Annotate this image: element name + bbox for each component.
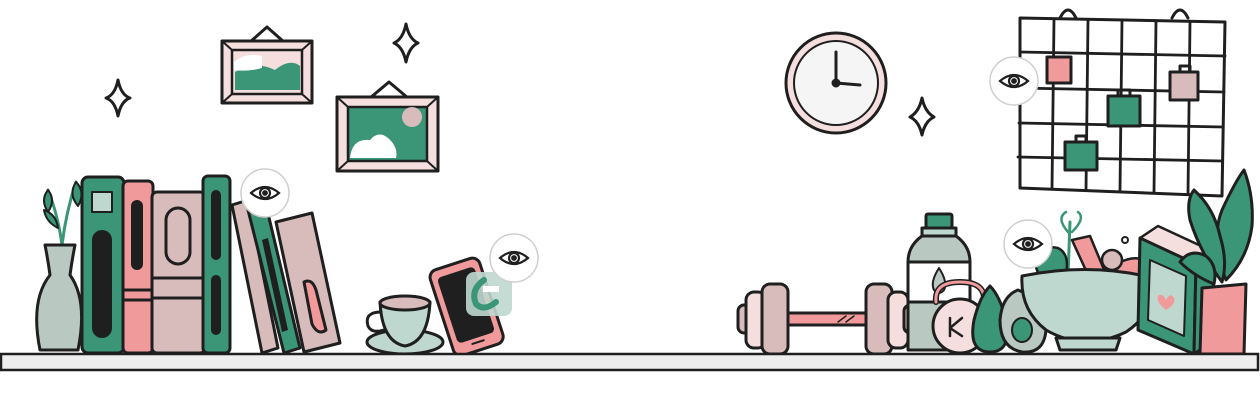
shelf-board <box>0 352 1260 372</box>
dumbbell <box>736 282 920 356</box>
book-pink <box>121 179 155 355</box>
book-green-1 <box>80 175 126 355</box>
picture-frame-small <box>220 25 314 105</box>
wall-clock <box>784 31 888 135</box>
hotspot-phone[interactable] <box>489 233 539 283</box>
eye-icon <box>249 185 281 201</box>
book-green-2 <box>201 174 232 355</box>
plant-vase <box>35 180 84 352</box>
smartphone <box>428 256 512 358</box>
potted-plant <box>1178 168 1254 356</box>
sparkle-icon <box>104 78 132 118</box>
hotspot-food[interactable] <box>1003 219 1053 269</box>
sparkle-icon <box>392 22 420 64</box>
hotspot-calendar[interactable] <box>989 56 1039 106</box>
tea-cup <box>365 294 445 356</box>
book-mauve <box>150 190 207 355</box>
picture-frame-large <box>335 80 440 173</box>
sparkle-icon <box>908 96 936 137</box>
book-leaning-pink <box>274 211 342 354</box>
eye-icon <box>998 73 1030 89</box>
eye-icon <box>498 250 530 266</box>
hotspot-books[interactable] <box>240 168 290 218</box>
grid-memo-board <box>1016 8 1227 198</box>
eye-icon <box>1012 236 1044 252</box>
